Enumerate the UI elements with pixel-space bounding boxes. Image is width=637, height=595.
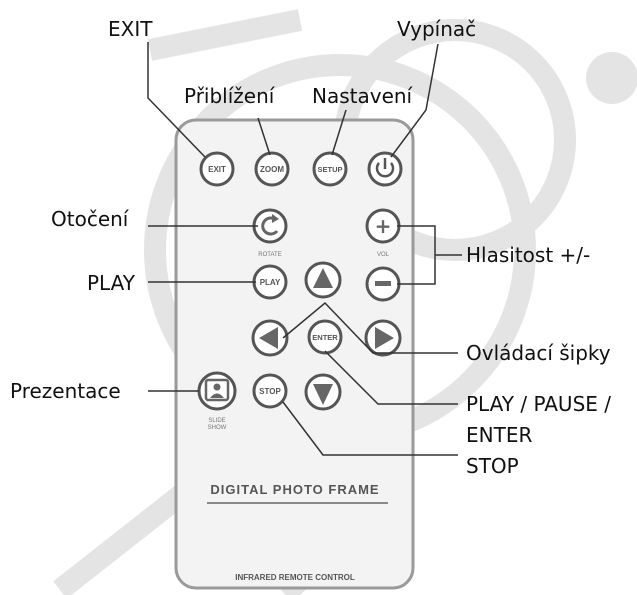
arrow-left-icon xyxy=(259,327,278,349)
volume-sublabel: VOL xyxy=(377,252,390,258)
plus-icon: + xyxy=(375,214,392,238)
arrow-up-button[interactable] xyxy=(304,261,342,299)
arrow-down-button[interactable] xyxy=(304,373,342,411)
volume-down-button[interactable] xyxy=(365,266,401,302)
setup-button-label: SETUP xyxy=(317,165,342,174)
power-icon xyxy=(375,162,395,178)
arrow-down-icon xyxy=(313,384,333,405)
slideshow-button[interactable] xyxy=(197,371,237,411)
show-sublabel: SHOW xyxy=(208,425,227,431)
enter-button-label: ENTER xyxy=(312,333,338,342)
leader-zoom xyxy=(257,117,271,156)
leader-setup xyxy=(331,109,347,156)
callout-volume: Hlasitost +/- xyxy=(466,243,590,267)
exit-button[interactable]: EXIT xyxy=(199,151,235,187)
callout-play: PLAY xyxy=(87,271,136,295)
callout-rotate: Otočení xyxy=(51,207,130,231)
callout-stop: STOP xyxy=(466,454,519,478)
watermark-dot xyxy=(586,52,637,104)
arrow-left-button[interactable] xyxy=(251,319,289,357)
callout-enter-line2: ENTER xyxy=(466,423,532,447)
callout-setup: Nastavení xyxy=(312,84,414,108)
power-button[interactable] xyxy=(367,151,403,187)
setup-button[interactable]: SETUP xyxy=(312,151,348,187)
enter-button[interactable]: ENTER xyxy=(307,319,343,355)
rotate-sublabel: ROTATE xyxy=(258,252,281,258)
zoom-button-label: ZOOM xyxy=(260,165,284,174)
callout-exit: EXIT xyxy=(108,17,153,41)
play-button-label: PLAY xyxy=(260,278,281,287)
minus-icon xyxy=(375,281,391,286)
leader-stop xyxy=(282,401,458,456)
play-button[interactable]: PLAY xyxy=(252,264,288,300)
zoom-button[interactable]: ZOOM xyxy=(254,151,290,187)
arrow-right-icon xyxy=(375,327,394,349)
callout-slideshow: Prezentace xyxy=(10,379,121,403)
slide-sublabel: SLIDE xyxy=(208,418,225,424)
exit-button-label: EXIT xyxy=(208,165,226,174)
leader-lines xyxy=(147,42,462,456)
callout-power: Vypínač xyxy=(397,17,476,41)
stop-button-label: STOP xyxy=(259,387,281,396)
footer-label: INFRARED REMOTE CONTROL xyxy=(235,573,355,582)
rotate-button[interactable] xyxy=(252,208,288,244)
callout-zoom: Přiblížení xyxy=(184,84,276,108)
leader-enter xyxy=(324,350,458,405)
leader-arrows xyxy=(282,301,458,354)
rotate-icon xyxy=(261,216,279,236)
arrow-right-button[interactable] xyxy=(364,319,402,357)
arrow-up-icon xyxy=(313,268,333,288)
leader-power xyxy=(390,43,439,158)
brand-label: DIGITAL PHOTO FRAME xyxy=(210,482,379,497)
callout-enter-line1: PLAY / PAUSE / xyxy=(466,392,611,416)
volume-up-button[interactable]: + xyxy=(365,208,401,244)
callout-arrows: Ovládací šipky xyxy=(466,341,611,365)
remote-body xyxy=(174,118,415,590)
leader-exit xyxy=(147,42,206,158)
stop-button[interactable]: STOP xyxy=(252,373,288,409)
